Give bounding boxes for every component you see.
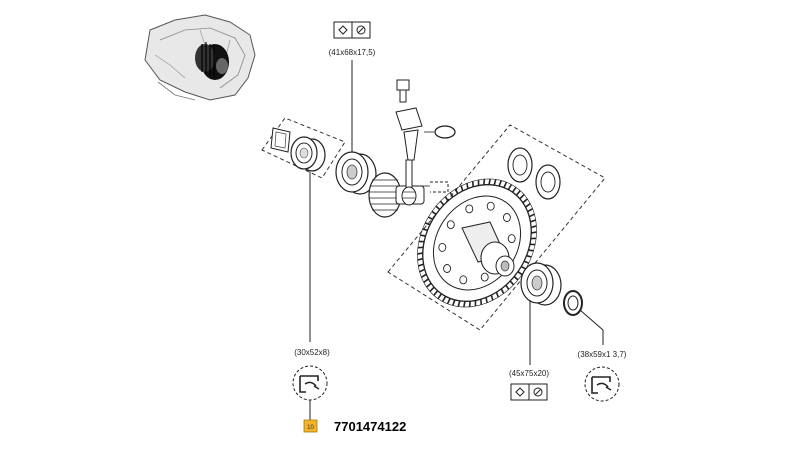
- oil-seal-icon-right[interactable]: [584, 366, 620, 402]
- crown-gear-tooth: [515, 190, 521, 196]
- crown-gear-tooth: [509, 280, 515, 286]
- crown-gear-tooth: [530, 219, 537, 223]
- bolt-hole: [486, 201, 495, 211]
- crown-gear-tooth: [493, 179, 497, 186]
- crown-gear-tooth: [505, 284, 510, 290]
- crown-gear-tooth: [466, 183, 469, 189]
- crown-gear-tooth: [424, 222, 431, 226]
- bolt-hole: [438, 242, 447, 252]
- crown-gear-tooth: [422, 228, 428, 232]
- crown-gear-tooth: [444, 196, 449, 202]
- crown-gear-tooth: [433, 290, 439, 296]
- crown-gear-tooth: [525, 202, 531, 208]
- drive-shaft-assembly[interactable]: [395, 79, 456, 206]
- bearing-icon-bottom[interactable]: [510, 383, 548, 401]
- crown-gear-tooth: [457, 300, 461, 307]
- crown-gear-tooth: [468, 301, 471, 307]
- crown-gear-tooth: [420, 273, 427, 278]
- right-seal-part[interactable]: [563, 290, 583, 316]
- crown-gear-tooth: [463, 301, 466, 308]
- crown-gear-tooth: [437, 293, 443, 300]
- label-bearing-bottom: (45x75x20): [509, 369, 549, 378]
- crown-gear-tooth: [435, 205, 441, 211]
- crown-gear-tooth: [431, 210, 437, 215]
- crown-gear-tooth: [446, 298, 451, 305]
- crown-gear-tooth: [427, 216, 434, 221]
- part-reference-number[interactable]: 7701474122: [334, 419, 406, 434]
- crown-gear-tooth: [417, 257, 424, 261]
- crown-gear-tooth: [439, 200, 445, 206]
- crown-gear-tooth: [520, 265, 527, 270]
- crown-gear-tooth: [528, 249, 534, 252]
- bolt-hole: [507, 234, 516, 244]
- crown-gear-tooth: [517, 271, 523, 276]
- crown-gear-tooth: [420, 234, 426, 237]
- gearbox-thumbnail[interactable]: [144, 14, 256, 101]
- crown-gear-part[interactable]: [393, 156, 561, 330]
- crown-gear-tooth: [511, 186, 517, 193]
- left-seal-part[interactable]: [270, 127, 291, 153]
- thrust-washer-1[interactable]: [507, 147, 533, 183]
- crown-gear-tooth: [449, 192, 454, 198]
- crown-gear-tooth: [419, 268, 426, 273]
- crown-gear-tooth: [513, 275, 519, 281]
- bearing-icon-top[interactable]: [333, 21, 371, 39]
- callout-marker[interactable]: 10: [303, 419, 318, 433]
- bolt-hole: [443, 264, 452, 273]
- crown-gear-tooth: [488, 178, 491, 185]
- crown-gear-tooth: [527, 208, 534, 213]
- crown-gear-tooth: [522, 198, 528, 204]
- leader-seal-right: [579, 309, 604, 345]
- crown-gear-tooth: [526, 254, 532, 258]
- crown-gear-tooth: [519, 193, 525, 200]
- crown-gear-tooth: [423, 278, 429, 284]
- crown-gear-tooth: [426, 282, 432, 288]
- crown-gear-tooth: [507, 184, 513, 191]
- crown-gear-tooth: [483, 179, 486, 185]
- crown-gear-tooth: [429, 286, 435, 293]
- crown-gear-bolt-holes: [438, 201, 516, 285]
- bolt-hole: [459, 275, 468, 285]
- differential-housing-outline: [387, 124, 606, 331]
- label-bearing-left: (30x52x8): [294, 348, 330, 357]
- bolt-hole: [480, 272, 489, 282]
- crown-gear-tooth: [452, 299, 456, 306]
- bolt-hole: [465, 204, 474, 214]
- top-bearing-part[interactable]: [335, 151, 377, 195]
- crown-gear-tooth: [441, 295, 447, 302]
- crown-gear-tooth: [417, 252, 423, 255]
- label-bearing-top: (41x68x17,5): [329, 48, 376, 57]
- callout-number: 10: [307, 425, 314, 431]
- crown-gear-tooth: [531, 231, 537, 234]
- thrust-washer-2[interactable]: [535, 164, 561, 200]
- crown-gear-tooth: [417, 263, 424, 267]
- crown-gear-tooth: [454, 188, 459, 195]
- bolt-hole: [446, 220, 455, 230]
- crown-gear-tooth: [523, 260, 530, 264]
- crown-gear-tooth: [490, 294, 494, 301]
- crown-gear-tooth: [495, 291, 500, 298]
- crown-gear-tooth: [498, 180, 502, 187]
- label-seal-right: (38x59x1 3,7): [578, 350, 627, 359]
- bottom-bearing-part[interactable]: [520, 262, 562, 306]
- bolt-hole: [502, 213, 511, 222]
- oil-seal-icon-left[interactable]: [292, 365, 328, 401]
- crown-gear-tooth: [503, 181, 508, 188]
- crown-gear-tooth: [485, 297, 488, 303]
- left-bearing-part[interactable]: [290, 136, 326, 172]
- crown-gear-tooth: [528, 213, 535, 218]
- crown-gear-teeth: [417, 178, 537, 308]
- crown-gear-tooth: [460, 185, 464, 192]
- crown-gear-tooth: [530, 225, 537, 229]
- crown-gear-tooth: [500, 288, 505, 294]
